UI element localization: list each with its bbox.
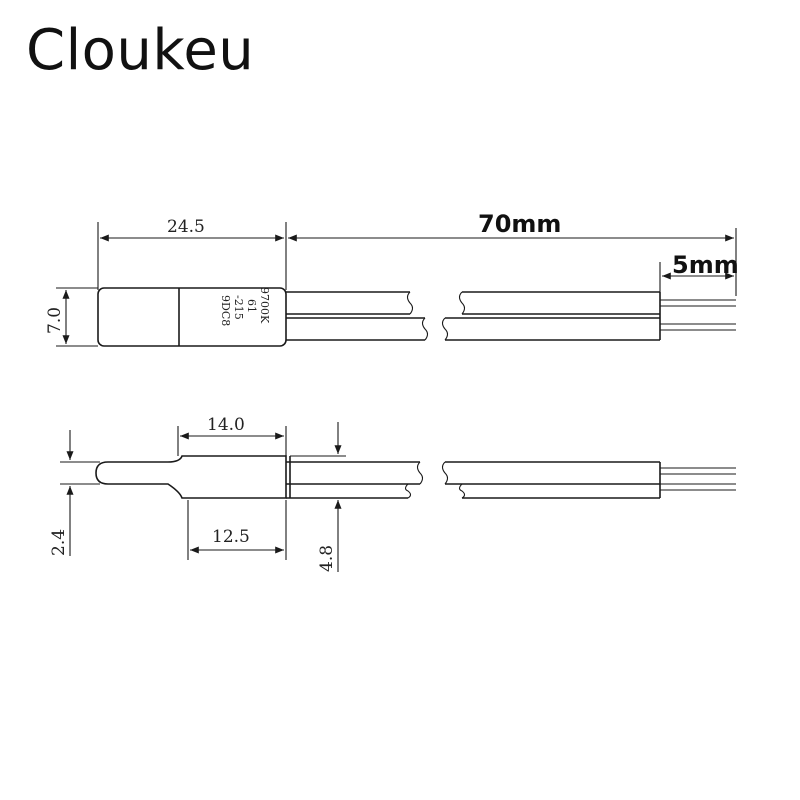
body-marking: 9700K 61 -215 9DC8 [219,287,271,326]
brand-logo-text: Cloukeu [26,18,255,83]
side-view: 14.0 12.5 2.4 4.8 [49,415,736,572]
leads-side-left [286,456,424,499]
dim-head-length: 14.0 [177,415,287,456]
marking-line-2: 61 [245,299,258,313]
dim-label-5mm: 5mm [672,251,739,279]
dim-label-7-0: 7.0 [45,307,65,334]
leads-side-right [441,461,736,499]
top-view: 9700K 61 -215 9DC8 24.5 70mm 5mm [45,210,739,347]
fuse-body-side [95,455,287,499]
dim-lead-thickness: 4.8 [290,422,346,572]
dim-label-70mm: 70mm [478,210,561,238]
dim-strip-length: 5mm [659,251,739,292]
marking-line-4: 9DC8 [219,295,232,326]
dim-label-12-5: 12.5 [212,527,250,547]
dim-label-4-8: 4.8 [317,545,337,572]
dim-lead-length: 70mm [288,210,737,296]
dim-label-14-0: 14.0 [207,415,245,435]
marking-line-1: 9700K [258,287,271,324]
dim-label-24-5: 24.5 [167,217,205,237]
fuse-body-top [97,287,287,347]
dim-label-2-4: 2.4 [49,529,69,556]
dim-body-length: 24.5 [97,217,287,290]
leads-top-left [286,291,429,341]
dim-neck-length: 12.5 [187,500,287,560]
dim-head-thickness: 2.4 [49,430,100,556]
leads-top-right [441,291,736,341]
dim-body-width: 7.0 [45,287,98,347]
marking-line-3: -215 [232,295,245,320]
